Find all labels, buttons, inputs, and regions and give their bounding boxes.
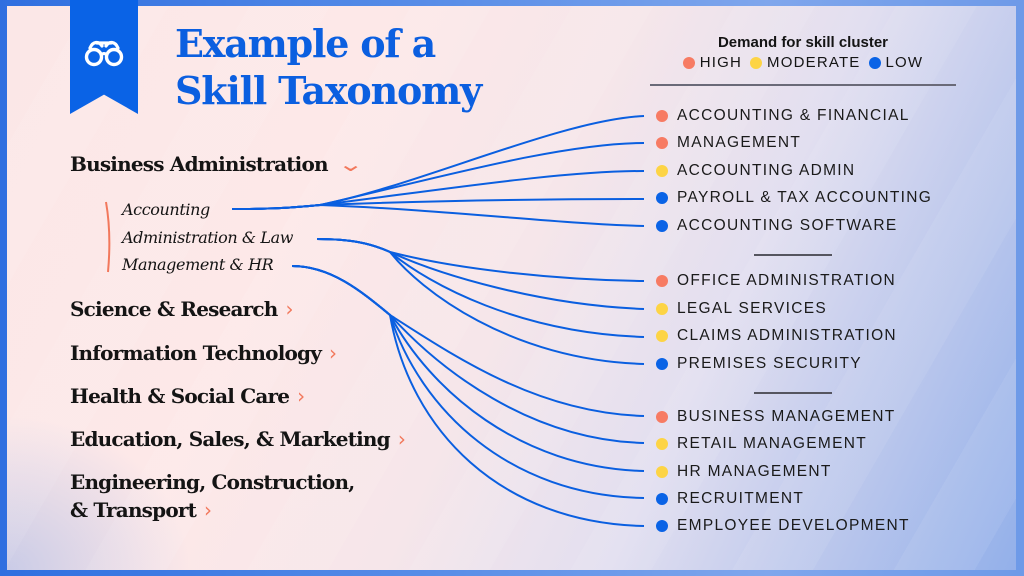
legend-title: Demand for skill cluster [717,34,889,51]
category-science-research[interactable]: Science & Research › [70,297,294,321]
group-divider [754,392,832,394]
skill-item: PREMISES SECURITY [656,355,862,373]
glasses-icon [84,40,124,67]
category-information-technology[interactable]: Information Technology › [70,341,337,365]
high-dot-icon [656,137,668,149]
title-line-2: Skill Taxonomy [175,68,482,113]
skill-item: EMPLOYEE DEVELOPMENT [656,517,910,535]
skill-item: ACCOUNTING & FINANCIAL [656,107,910,125]
high-dot-icon [656,411,668,423]
demand-legend: Demand for skill cluster HIGH MODERATE L… [650,34,956,71]
moderate-dot-icon [656,165,668,177]
chevron-right-icon[interactable]: › [285,297,294,321]
skill-item: PAYROLL & TAX ACCOUNTING [656,189,932,207]
category-label: Education, Sales, & Marketing [70,427,391,451]
skill-item: CLAIMS ADMINISTRATION [656,327,897,345]
low-dot-icon [656,520,668,532]
skill-item: RETAIL MANAGEMENT [656,435,867,453]
background-frame [7,6,1016,570]
skill-item: ACCOUNTING ADMIN [656,162,855,180]
moderate-dot-icon [750,56,763,69]
subcategory-bracket [105,201,111,273]
skill-item: OFFICE ADMINISTRATION [656,272,896,290]
moderate-dot-icon [656,303,668,315]
chevron-right-icon[interactable]: › [397,427,406,451]
category-label: Science & Research [70,297,278,321]
moderate-dot-icon [656,330,668,342]
legend-divider [650,84,956,86]
legend-item-high: HIGH [682,54,742,71]
high-dot-icon [682,56,695,69]
legend-item-moderate: MODERATE [750,54,861,71]
low-dot-icon [656,358,668,370]
category-education-sales-marketing[interactable]: Education, Sales, & Marketing› [70,427,406,451]
chevron-right-icon[interactable]: › [204,498,212,522]
chevron-right-icon[interactable]: › [329,341,337,365]
low-dot-icon [656,220,668,232]
category-business-administration[interactable]: Business Administration ⌄ [70,152,364,176]
group-divider [754,254,832,256]
skill-item: RECRUITMENT [656,490,804,508]
legend-item-low: LOW [868,54,924,71]
category-label: Business Administration [70,152,329,176]
title-line-1: Example of a [175,21,436,66]
moderate-dot-icon [656,466,668,478]
chevron-down-icon[interactable]: ⌄ [336,152,364,176]
skill-item: BUSINESS MANAGEMENT [656,408,895,426]
subcategory-accounting[interactable]: Accounting [122,200,210,219]
skill-item: MANAGEMENT [656,134,801,152]
skill-item: LEGAL SERVICES [656,300,827,318]
category-label: Health & Social Care [70,384,290,408]
moderate-dot-icon [656,438,668,450]
high-dot-icon [656,275,668,287]
low-dot-icon [868,56,881,69]
chevron-right-icon[interactable]: › [297,384,305,408]
category-label: Engineering, Construction, [70,470,355,494]
category-label-line-2: & Transport [70,498,197,522]
subcategory-administration-law[interactable]: Administration & Law [122,228,294,247]
skill-item: HR MANAGEMENT [656,463,832,481]
skill-item: ACCOUNTING SOFTWARE [656,217,897,235]
category-engineering-construction-transport[interactable]: Engineering, Construction, & Transport › [70,470,355,522]
category-label: Information Technology [70,341,322,365]
low-dot-icon [656,493,668,505]
low-dot-icon [656,192,668,204]
high-dot-icon [656,110,668,122]
subcategory-management-hr[interactable]: Management & HR [122,255,274,274]
page-title: Example of a Skill Taxonomy [175,20,482,114]
category-health-social-care[interactable]: Health & Social Care › [70,384,305,408]
